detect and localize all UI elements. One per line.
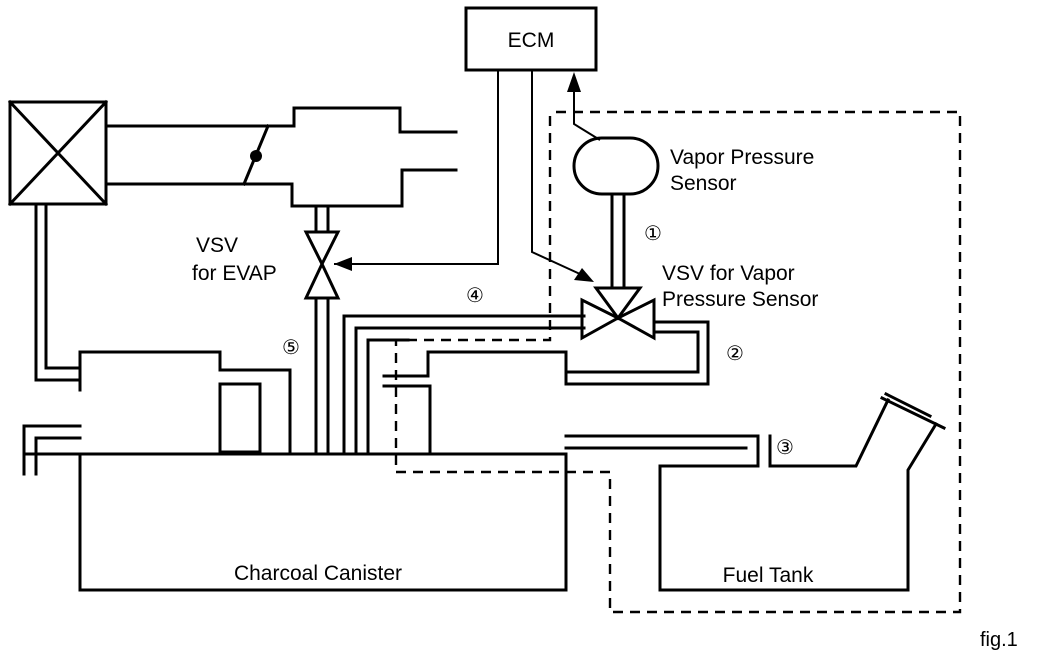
figure-caption: fig.1	[980, 629, 1018, 651]
vsv-vapor-pressure-sensor: VSV for Vapor Pressure Sensor	[580, 262, 818, 341]
ecm-signal-lines	[334, 70, 601, 282]
vsv-evap-label-2: for EVAP	[192, 262, 277, 285]
vsv-evap: VSV for EVAP	[192, 230, 341, 456]
fuel-tank-label: Fuel Tank	[723, 564, 814, 587]
air-cleaner	[7, 99, 109, 207]
ecm-label: ECM	[508, 29, 555, 52]
detection-zone-boundary	[394, 110, 962, 614]
fuel-tank-hose: Fuel Tank	[564, 391, 947, 592]
marker-1: ①	[644, 223, 662, 245]
marker-2: ②	[726, 343, 744, 365]
marker-3: ③	[776, 437, 794, 459]
vapor-pressure-sensor-label-2: Sensor	[670, 172, 737, 195]
reference-markers: ① ② ③ ④ ⑤	[282, 223, 794, 459]
charcoal-canister-label: Charcoal Canister	[234, 562, 402, 585]
canister-inner	[382, 320, 710, 456]
canister-vsv-hoses	[342, 314, 586, 456]
vsv-vapor-label-2: Pressure Sensor	[662, 288, 818, 311]
marker-4: ④	[466, 285, 484, 307]
ecm-box: ECM	[464, 6, 598, 72]
marker-5: ⑤	[282, 337, 300, 359]
vapor-pressure-sensor: Vapor Pressure Sensor	[572, 136, 814, 294]
charcoal-canister: Charcoal Canister	[22, 350, 568, 592]
vsv-vapor-label-1: VSV for Vapor	[662, 262, 795, 285]
air-hose	[22, 202, 82, 476]
vapor-pressure-sensor-label-1: Vapor Pressure	[670, 146, 814, 169]
intake-duct	[104, 106, 458, 232]
vsv-evap-label-1: VSV	[196, 234, 238, 257]
